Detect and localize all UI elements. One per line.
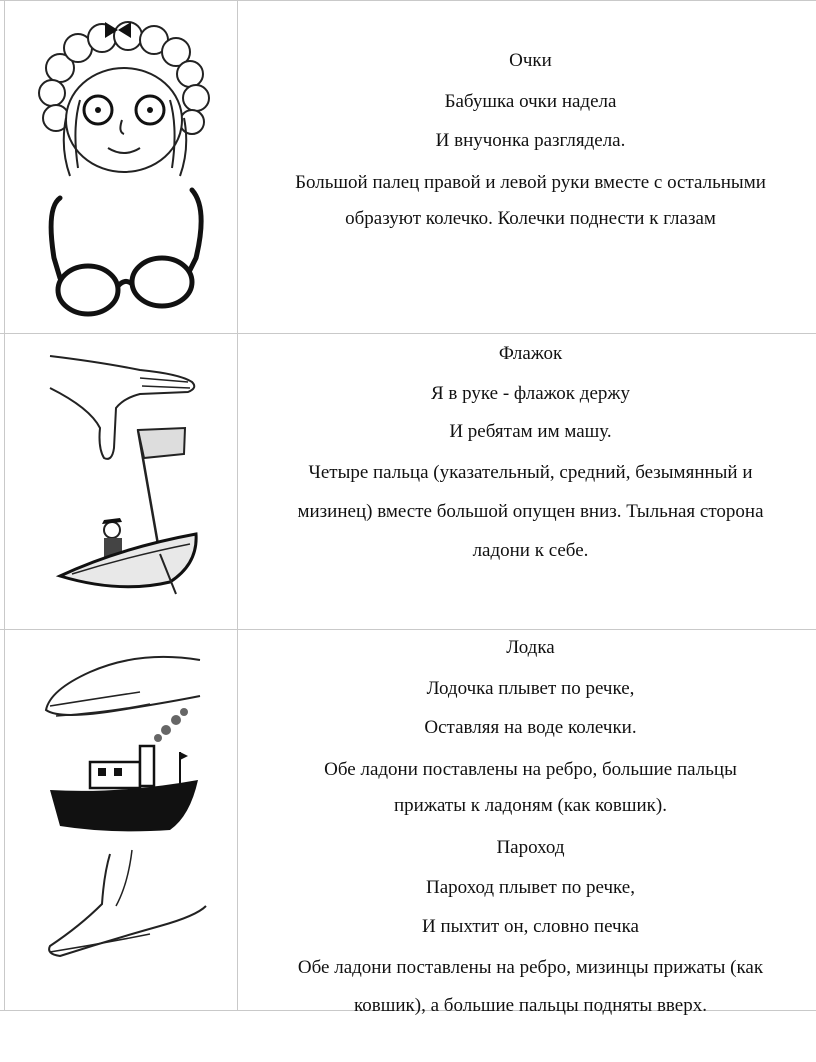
- verse-line: И ребятам им машу.: [449, 421, 612, 442]
- section-title: Пароход: [496, 837, 565, 858]
- verse-line: Лодочка плывет по речке,: [426, 678, 635, 699]
- verse-line: Бабушка очки надела: [444, 91, 617, 112]
- verse-line: И пыхтит он, словно печка: [422, 916, 639, 937]
- hand-flag-boat-picture: [20, 348, 220, 608]
- verse-line: Я в руке - флажок держу: [430, 383, 631, 404]
- grandma-glasses-picture: [20, 8, 220, 328]
- section-title: Лодка: [506, 637, 555, 658]
- table-row-divider: [0, 333, 816, 334]
- instruction-line: Обе ладони поставлены на ребро, мизинцы …: [297, 957, 764, 978]
- table-top-border: [0, 0, 816, 1]
- section-title: Очки: [509, 50, 552, 71]
- verse-line: И внучонка разглядела.: [435, 130, 626, 151]
- table-row-divider: [0, 629, 816, 630]
- instruction-line: Четыре пальца (указательный, средний, бе…: [308, 462, 753, 483]
- table-bottom-border: [0, 1010, 816, 1011]
- section-title: Флажок: [498, 343, 563, 364]
- instruction-line: ладони к себе.: [472, 540, 589, 561]
- instruction-line: Обе ладони поставлены на ребро, большие …: [324, 759, 737, 780]
- hands-steamboat-picture: [20, 644, 220, 984]
- instruction-line: образуют колечко. Колечки поднести к гла…: [345, 208, 716, 229]
- instruction-line: прижаты к ладоням (как ковшик).: [394, 795, 667, 816]
- verse-line: Оставляя на воде колечки.: [424, 717, 637, 738]
- verse-line: Пароход плывет по речке,: [426, 877, 635, 898]
- instruction-line: Большой палец правой и левой руки вместе…: [295, 172, 766, 193]
- table-left-border: [4, 0, 5, 1010]
- instruction-line: мизинец) вместе большой опущен вниз. Тыл…: [297, 501, 764, 522]
- instruction-line: ковшик), а большие пальцы подняты вверх.: [354, 995, 707, 1016]
- table-column-divider: [237, 0, 238, 1010]
